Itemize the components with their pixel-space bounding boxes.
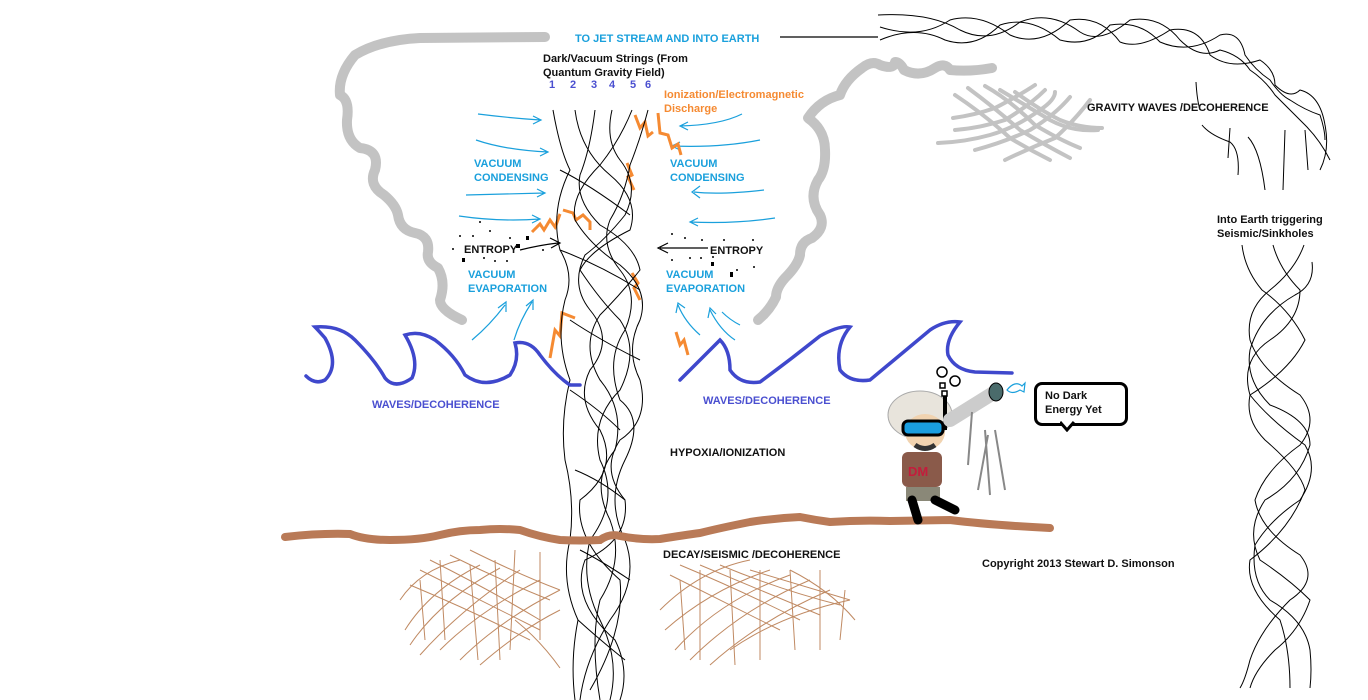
entropy-particles	[452, 221, 755, 277]
label-left-evaporation-1: VACUUM	[468, 269, 516, 281]
funnel-cloud-right	[753, 57, 997, 325]
shirt	[902, 452, 942, 487]
label-into-earth-2: Seismic/Sinkholes	[1217, 228, 1314, 240]
telescope	[943, 381, 1026, 496]
speech-bubble-text: No Dark Energy Yet	[1045, 390, 1102, 416]
speech-bubble: No Dark Energy Yet	[1034, 382, 1128, 426]
label-left-condensing-1: VACUUM	[474, 158, 522, 170]
string-number-1: 1	[549, 79, 556, 91]
mustache	[913, 442, 937, 451]
string-number-6: 6	[645, 79, 652, 91]
wave-left	[304, 325, 582, 387]
label-left-waves: WAVES/DECOHERENCE	[372, 399, 500, 411]
string-number-5: 5	[630, 79, 637, 91]
condensing-arrows-left	[458, 113, 550, 224]
gravity-wave-strings	[877, 14, 1331, 191]
label-ionization-2: Discharge	[664, 103, 718, 115]
ground-line	[281, 512, 1054, 545]
roots-right	[659, 559, 856, 666]
gravity-wave-mesh	[936, 83, 1104, 162]
label-hypoxia: HYPOXIA/IONIZATION	[670, 447, 786, 459]
speech-bubble-tail	[1060, 421, 1076, 432]
roots-left	[399, 549, 561, 669]
copyright-text: Copyright 2013 Stewart D. Simonson	[982, 558, 1175, 570]
label-ionization-1: Ionization/Electromagnetic	[664, 89, 804, 101]
dark-vacuum-strings	[552, 109, 649, 700]
wave-right	[678, 319, 1014, 385]
label-left-evaporation-2: EVAPORATION	[468, 283, 548, 295]
label-to-jet-stream: TO JET STREAM AND INTO EARTH	[575, 33, 760, 45]
goggles	[901, 419, 945, 437]
label-right-evaporation-1: VACUUM	[666, 269, 714, 281]
ionization-discharge-bolts	[530, 112, 690, 359]
legs	[907, 495, 960, 525]
string-number-4: 4	[609, 79, 616, 91]
label-strings-title-1: Dark/Vacuum Strings (From	[543, 53, 688, 65]
label-left-entropy: ENTROPY	[464, 244, 518, 256]
label-into-earth-1: Into Earth triggering	[1217, 214, 1323, 226]
label-right-waves: WAVES/DECOHERENCE	[703, 395, 831, 407]
string-number-2: 2	[570, 79, 577, 91]
earth-strings-column	[1239, 244, 1313, 689]
label-left-condensing-2: CONDENSING	[474, 172, 549, 184]
label-right-entropy: ENTROPY	[710, 245, 764, 257]
scientist-character: DM	[887, 366, 961, 525]
label-strings-title-2: Quantum Gravity Field)	[543, 67, 665, 79]
label-right-condensing-1: VACUUM	[670, 158, 718, 170]
entropy-arrows	[519, 36, 878, 254]
label-gravity-waves: GRAVITY WAVES /DECOHERENCE	[1087, 102, 1269, 114]
label-right-evaporation-2: EVAPORATION	[666, 283, 746, 295]
string-number-3: 3	[591, 79, 598, 91]
shirt-text: DM	[908, 464, 928, 479]
label-decay: DECAY/SEISMIC /DECOHERENCE	[663, 549, 841, 561]
label-right-condensing-2: CONDENSING	[670, 172, 745, 184]
funnel-cloud-left	[334, 32, 550, 325]
evaporation-arrows	[471, 298, 741, 341]
